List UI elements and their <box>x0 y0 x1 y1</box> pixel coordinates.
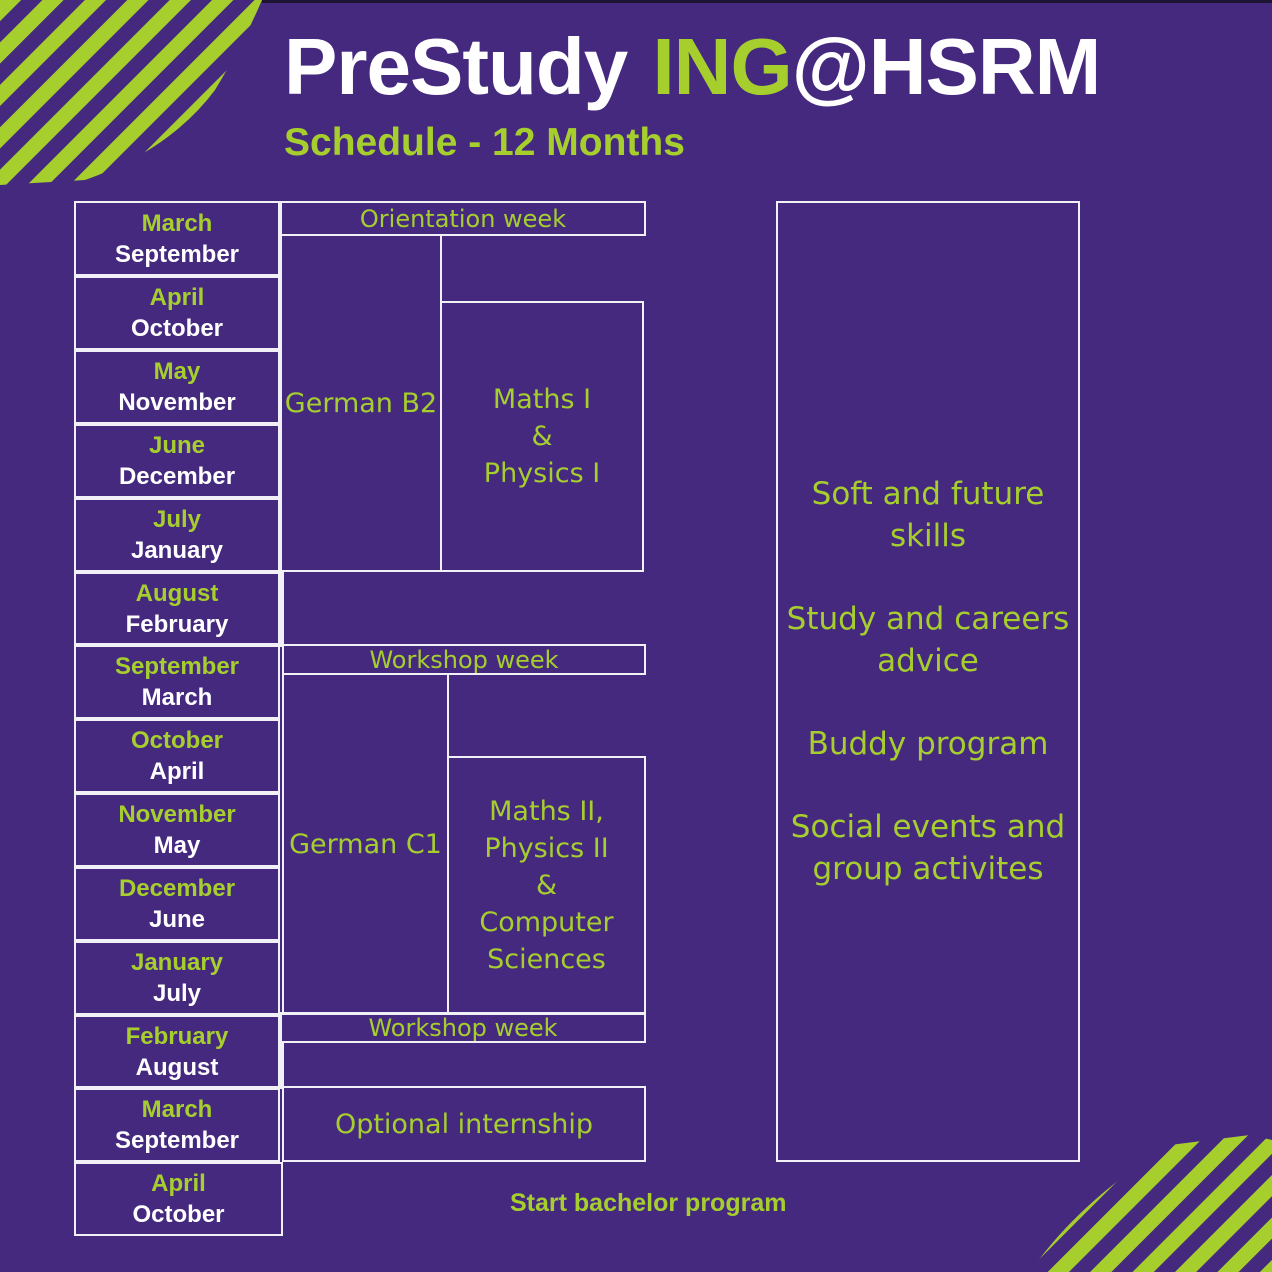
month-row: July January <box>74 498 280 572</box>
stripes-decoration-top-left <box>0 0 262 185</box>
orientation-week-label: Orientation week <box>359 204 567 233</box>
month-start-a: March <box>141 209 213 237</box>
orientation-week-block: Orientation week <box>280 201 646 236</box>
page-title: PreStudy ING@HSRM <box>284 22 1102 112</box>
month-start-b: October <box>132 1201 225 1228</box>
careers-advice-line1: Study and careers <box>786 601 1070 637</box>
soft-skills-line1: Soft and future <box>811 476 1045 512</box>
month-start-b: August <box>135 1053 219 1081</box>
month-start-a: August <box>135 579 219 607</box>
month-row: May November <box>74 350 280 424</box>
month-row: December June <box>74 867 280 941</box>
maths2-line4: Computer <box>479 907 614 938</box>
month-start-b: April <box>149 758 205 785</box>
month-start-a: July <box>152 506 202 533</box>
german-b2-label: German B2 <box>284 387 438 419</box>
month-row: April October <box>74 276 280 350</box>
month-divider-line <box>280 571 284 647</box>
german-b2-block: German B2 <box>280 234 442 572</box>
maths2-line5: Sciences <box>487 944 606 975</box>
maths2-line1: Maths II, <box>489 796 604 827</box>
social-events-line2: group activites <box>812 851 1044 887</box>
connector-line <box>447 673 449 758</box>
month-start-a: September <box>114 653 240 680</box>
page-subtitle: Schedule - 12 Months <box>284 121 685 164</box>
month-start-b: September <box>114 240 240 268</box>
month-start-b: June <box>148 906 205 933</box>
maths1-line2: & <box>531 421 553 452</box>
connector-line <box>440 234 442 302</box>
title-ing: ING <box>652 22 792 111</box>
workshop-week-block-1: Workshop week <box>282 644 646 675</box>
internship-label: Optional internship <box>334 1108 594 1140</box>
month-row: September March <box>74 645 280 719</box>
month-start-b: March <box>141 684 213 711</box>
month-row: January July <box>74 941 280 1015</box>
month-start-a: April <box>151 1170 206 1197</box>
month-start-b: September <box>114 1127 240 1154</box>
soft-skills-line2: skills <box>889 518 967 554</box>
maths2-line3: & <box>535 870 558 901</box>
maths1-line1: Maths I <box>492 384 592 415</box>
month-start-a: February <box>125 1022 229 1050</box>
month-row: March September <box>74 1088 280 1162</box>
support-activities-box: Soft and future skills Study and careers… <box>776 201 1080 1162</box>
month-row: November May <box>74 793 280 867</box>
month-divider-line <box>280 1041 284 1089</box>
german-c1-label: German C1 <box>289 828 442 860</box>
stripes-decoration-top-edge <box>262 0 1272 3</box>
workshop-week-label-1: Workshop week <box>369 645 559 674</box>
month-start-a: May <box>153 358 201 385</box>
buddy-program-line: Buddy program <box>807 726 1049 762</box>
german-c1-block: German C1 <box>282 673 449 1015</box>
workshop-week-block-2: Workshop week <box>280 1012 646 1043</box>
month-row: March September <box>74 201 280 276</box>
month-start-a: June <box>148 432 205 459</box>
title-prestudy: PreStudy <box>284 22 628 111</box>
start-bachelor-label: Start bachelor program <box>510 1189 787 1217</box>
month-start-b: January <box>130 537 224 564</box>
internship-block: Optional internship <box>282 1086 646 1162</box>
stripes-decoration-bottom-right <box>1030 1135 1272 1272</box>
month-row: February August <box>74 1015 280 1088</box>
month-row: October April <box>74 719 280 793</box>
month-row: June December <box>74 424 280 498</box>
social-events-line1: Social events and <box>790 809 1066 845</box>
maths2-block: Maths II, Physics II & Computer Sciences <box>447 756 646 1015</box>
month-start-a: April <box>149 284 205 311</box>
careers-advice-line2: advice <box>877 643 979 679</box>
month-start-a: March <box>141 1096 213 1123</box>
month-start-b: November <box>118 389 236 416</box>
month-start-b: December <box>118 463 236 490</box>
maths2-line2: Physics II <box>484 833 609 864</box>
month-start-a: December <box>118 875 236 902</box>
title-hsrm: @HSRM <box>791 22 1102 111</box>
workshop-week-label-2: Workshop week <box>368 1013 558 1042</box>
month-start-a: January <box>130 949 224 976</box>
month-row: August February <box>74 572 280 645</box>
month-start-a: October <box>130 727 223 754</box>
month-start-a: November <box>118 801 236 828</box>
month-row: April October <box>74 1162 283 1236</box>
month-start-b: May <box>153 832 201 859</box>
month-start-b: February <box>125 610 229 638</box>
maths1-line3: Physics I <box>483 458 601 489</box>
month-start-b: October <box>130 315 223 342</box>
maths1-physics1-block: Maths I & Physics I <box>440 301 644 572</box>
month-start-b: July <box>152 980 202 1007</box>
